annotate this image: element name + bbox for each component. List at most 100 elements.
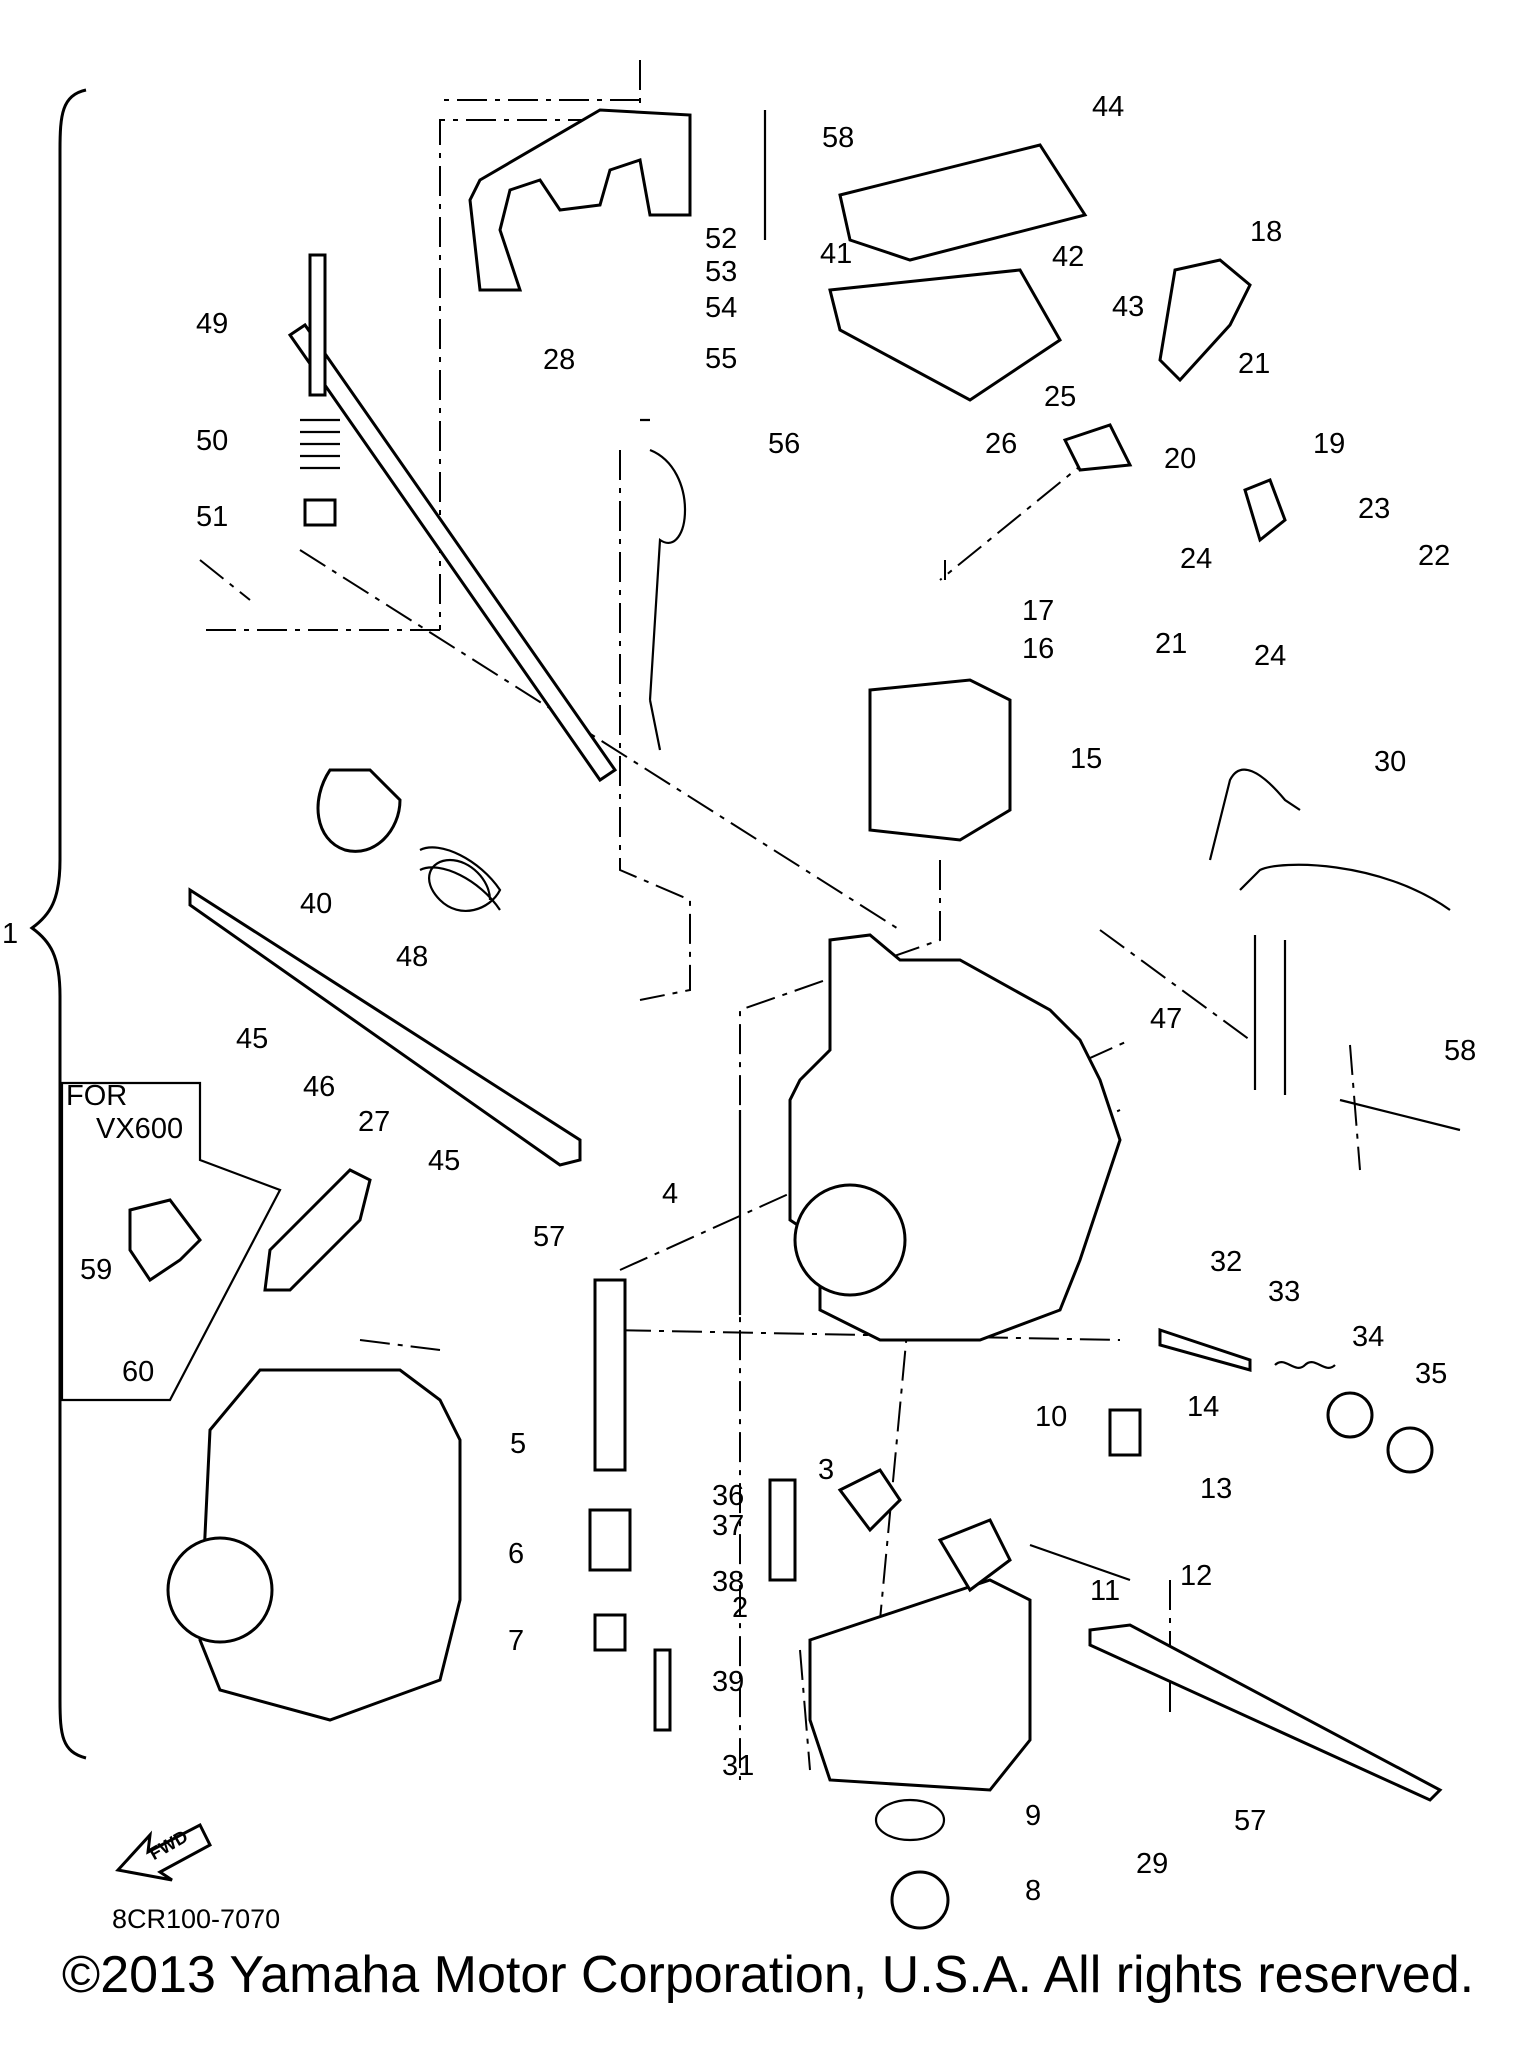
tie-58-right	[1339, 1098, 1461, 1132]
callout-47: 47	[1150, 1003, 1183, 1035]
lever-27	[263, 1168, 372, 1292]
bottom-rail	[1088, 1623, 1443, 1802]
collar-40	[316, 768, 402, 853]
part-60	[128, 1198, 202, 1283]
callout-60: 60	[122, 1356, 155, 1388]
callout-35: 35	[1415, 1358, 1448, 1390]
callout-58b: 58	[1444, 1035, 1477, 1067]
screw-49	[308, 253, 327, 397]
callout-12: 12	[1180, 1560, 1213, 1592]
callout-49: 49	[196, 308, 229, 340]
spring-33	[1274, 1361, 1336, 1369]
screw-39	[653, 1648, 672, 1732]
callout-3: 3	[818, 1454, 835, 1486]
vx600-note: FOR VX600	[66, 1080, 183, 1146]
callout-34: 34	[1352, 1321, 1385, 1353]
callout-53: 53	[705, 256, 738, 288]
callout-19: 19	[1313, 428, 1346, 460]
jet-6	[588, 1508, 632, 1572]
spring-50	[300, 418, 340, 470]
callout-42: 42	[1052, 241, 1085, 273]
callout-37: 37	[712, 1510, 745, 1542]
callout-52: 52	[705, 223, 738, 255]
callout-28: 28	[543, 344, 576, 376]
hose-56	[640, 418, 687, 751]
spring-48	[419, 846, 502, 912]
screw-32	[1158, 1327, 1252, 1372]
callout-1: 1	[2, 918, 19, 950]
callout-21a: 21	[1238, 348, 1271, 380]
callout-38: 38	[712, 1566, 745, 1598]
callout-50: 50	[196, 425, 229, 457]
callout-24b: 24	[1254, 640, 1287, 672]
callout-58a: 58	[822, 122, 855, 154]
callout-27: 27	[358, 1106, 391, 1138]
callout-40: 40	[300, 888, 333, 920]
callout-39: 39	[712, 1666, 745, 1698]
callout-14: 14	[1187, 1391, 1220, 1423]
callout-20: 20	[1164, 443, 1197, 475]
callout-48: 48	[396, 941, 429, 973]
callout-30: 30	[1374, 746, 1407, 778]
vx600-box	[60, 1081, 282, 1402]
cover-gasket	[828, 268, 1062, 402]
callout-9: 9	[1025, 1800, 1042, 1832]
callout-22: 22	[1418, 540, 1451, 572]
jet-7	[593, 1613, 627, 1652]
callout-11: 11	[1090, 1575, 1121, 1607]
callout-26: 26	[985, 428, 1018, 460]
drain-plug-8	[890, 1870, 950, 1930]
callout-44: 44	[1092, 91, 1125, 123]
cap-34	[1326, 1391, 1374, 1439]
o-ring-9	[874, 1798, 946, 1842]
callout-59: 59	[80, 1254, 113, 1286]
callout-18: 18	[1250, 216, 1283, 248]
throttle-bracket	[468, 108, 692, 292]
carb-bore-right	[793, 1183, 907, 1297]
callout-57b: 57	[1234, 1805, 1267, 1837]
callout-13: 13	[1200, 1473, 1233, 1505]
floats-11	[837, 1468, 1012, 1593]
callout-21b: 21	[1155, 628, 1188, 660]
valve-3	[768, 1478, 797, 1582]
carb-cover	[838, 143, 1088, 262]
callout-17: 17	[1022, 595, 1055, 627]
callout-55: 55	[705, 343, 738, 375]
callout-51: 51	[196, 501, 229, 533]
throttle-shaft	[287, 322, 618, 783]
callout-24a: 24	[1180, 543, 1213, 575]
fwd-arrow	[115, 1822, 212, 1882]
carb-body-left	[198, 1368, 462, 1722]
callout-43: 43	[1112, 291, 1145, 323]
link-rail	[188, 887, 582, 1167]
float-bowl	[808, 1578, 1032, 1792]
callout-41: 41	[820, 238, 853, 270]
callout-6: 6	[508, 1538, 525, 1570]
callout-29: 29	[1136, 1848, 1169, 1880]
plate-19	[1243, 478, 1287, 543]
valve-13	[1108, 1408, 1142, 1457]
callout-10: 10	[1035, 1401, 1068, 1433]
callout-5: 5	[510, 1428, 527, 1460]
callout-57a: 57	[533, 1221, 566, 1253]
callout-45a: 45	[236, 1023, 269, 1055]
callout-31: 31	[722, 1750, 755, 1782]
callout-25: 25	[1044, 381, 1077, 413]
tube-5	[593, 1278, 627, 1472]
plug-35	[1386, 1426, 1434, 1474]
hoses-30	[1208, 768, 1451, 1095]
callout-46: 46	[303, 1071, 336, 1103]
callout-54: 54	[705, 292, 738, 324]
callout-56: 56	[768, 428, 801, 460]
diaphragm-cover-15	[868, 678, 1012, 842]
callout-4: 4	[662, 1178, 679, 1210]
bracket-26	[1062, 423, 1133, 472]
pin-12	[1029, 1543, 1131, 1582]
callout-32: 32	[1210, 1246, 1243, 1278]
callout-33: 33	[1268, 1276, 1301, 1308]
callout-36: 36	[712, 1480, 745, 1512]
callout-16: 16	[1022, 633, 1055, 665]
callout-15: 15	[1070, 743, 1103, 775]
callout-8: 8	[1025, 1875, 1042, 1907]
